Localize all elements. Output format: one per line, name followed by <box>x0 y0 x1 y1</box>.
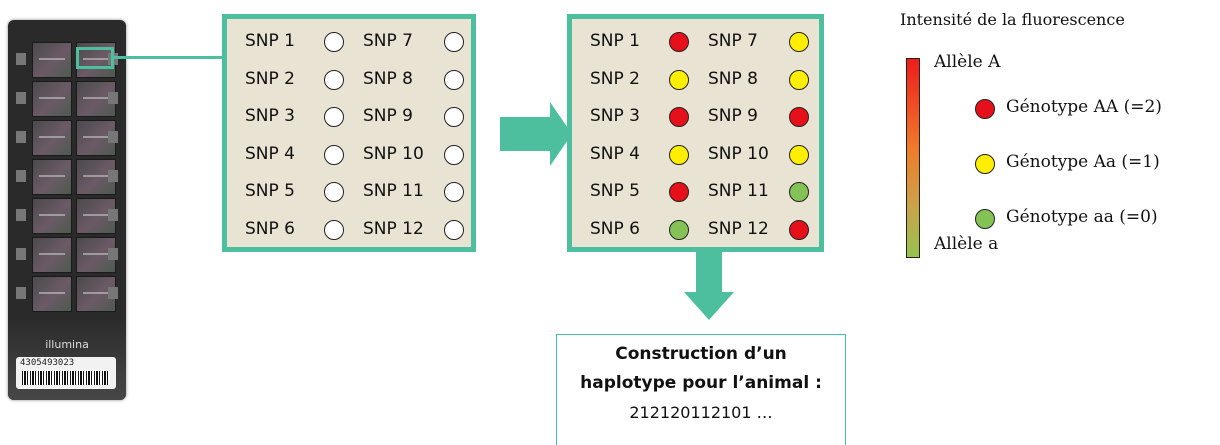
snp-label: SNP 1 <box>590 31 640 51</box>
genotype-dot <box>444 219 464 240</box>
chip-sample-tile <box>32 81 72 117</box>
legend-genotype-dot <box>975 99 995 119</box>
chip-edge-tab <box>16 287 26 299</box>
genotype-dot <box>324 69 344 90</box>
snp-label: SNP 2 <box>245 68 295 89</box>
chip-sample-tile <box>32 276 72 312</box>
allele-top-label: Allèle A <box>934 52 1001 72</box>
chip-edge-tab <box>16 53 26 65</box>
genotype-dot <box>789 32 809 52</box>
legend-genotype-dot <box>975 154 995 174</box>
snp-label: SNP 11 <box>708 181 769 201</box>
legend-genotype-label: Génotype AA (=2) <box>1006 97 1162 117</box>
snp-panel-after: SNP 1 SNP 7 SNP 2 SNP 8 SNP 3 SNP 9 SNP 4 SNP 1… <box>567 14 824 252</box>
snp-label: SNP 10 <box>363 143 424 164</box>
snp-label: SNP 2 <box>590 68 640 89</box>
genotype-dot <box>444 182 464 202</box>
allele-bottom-label: Allèle a <box>934 234 999 254</box>
chip-brand-label: illumina <box>45 338 89 351</box>
barcode-icon <box>22 371 110 385</box>
chip-edge-tab <box>108 92 118 104</box>
chip-edge-tab <box>108 131 118 143</box>
genotype-dot <box>324 182 344 202</box>
arrow-right-head-icon <box>550 102 572 166</box>
legend-title: Intensité de la fluorescence <box>900 10 1125 29</box>
chip-edge-tab <box>108 209 118 221</box>
snp-label: SNP 5 <box>245 181 295 201</box>
snp-label: SNP 8 <box>708 68 758 89</box>
snp-label: SNP 1 <box>245 31 295 51</box>
chip-edge-tab <box>108 248 118 260</box>
legend-genotype-dot <box>975 209 995 229</box>
arrow-right-icon <box>500 117 552 151</box>
chip-edge-tab <box>16 170 26 182</box>
genotype-dot <box>669 32 689 52</box>
genotype-dot <box>789 107 809 127</box>
genotype-dot <box>669 219 689 240</box>
chip-edge-tab <box>16 248 26 260</box>
snp-label: SNP 7 <box>708 31 758 51</box>
genotype-dot <box>444 107 464 127</box>
chip-sample-tile <box>32 120 72 156</box>
fluorescence-gradient-bar <box>906 58 920 258</box>
genotype-dot <box>669 182 689 202</box>
chip-edge-tab <box>16 209 26 221</box>
snp-label: SNP 4 <box>590 143 640 164</box>
result-line-1: Construction d’un <box>615 344 787 364</box>
snp-label: SNP 5 <box>590 181 640 201</box>
genotype-dot <box>789 182 809 202</box>
snp-label: SNP 10 <box>708 143 769 164</box>
genotype-dot <box>669 69 689 90</box>
snp-label: SNP 7 <box>363 31 413 51</box>
arrow-down-head-icon <box>684 292 734 320</box>
chip-edge-tab <box>108 287 118 299</box>
chip-barcode-label: 4305493023 <box>16 357 116 389</box>
chip-edge-tab <box>108 170 118 182</box>
genotype-dot <box>669 107 689 127</box>
chip-sample-tile <box>32 237 72 273</box>
snp-label: SNP 3 <box>245 106 295 126</box>
genotype-dot <box>324 144 344 165</box>
chip-serial-number: 4305493023 <box>20 358 75 368</box>
snp-label: SNP 6 <box>245 218 295 239</box>
genotype-dot <box>324 107 344 127</box>
zoom-connector-line <box>114 56 222 59</box>
snp-label: SNP 9 <box>708 106 758 126</box>
chip-edge-tab <box>16 92 26 104</box>
genotyping-chip: illumina 4305493023 <box>8 20 126 400</box>
genotype-dot <box>444 144 464 165</box>
snp-panel-before: SNP 1 SNP 7 SNP 2 SNP 8 SNP 3 SNP 9 SNP 4 SNP 1… <box>222 14 476 252</box>
snp-label: SNP 9 <box>363 106 413 126</box>
haplotype-value: 212120112101 … <box>629 403 773 422</box>
snp-label: SNP 12 <box>363 218 424 239</box>
genotype-dot <box>324 32 344 52</box>
chip-edge-tab <box>16 131 26 143</box>
arrow-down-icon <box>696 252 722 294</box>
snp-label: SNP 4 <box>245 143 295 164</box>
legend-genotype-label: Génotype aa (=0) <box>1006 207 1158 227</box>
genotype-dot <box>789 219 809 240</box>
result-line-2: haplotype pour l’animal : <box>580 373 822 393</box>
haplotype-result-box: Construction d’un haplotype pour l’anima… <box>556 334 846 445</box>
legend-genotype-label: Génotype Aa (=1) <box>1006 152 1160 172</box>
chip-zoom-highlight <box>76 47 114 69</box>
snp-label: SNP 12 <box>708 218 769 239</box>
genotype-dot <box>444 69 464 90</box>
genotype-dot <box>669 144 689 165</box>
snp-label: SNP 8 <box>363 68 413 89</box>
snp-label: SNP 11 <box>363 181 424 201</box>
genotype-dot <box>324 219 344 240</box>
genotype-dot <box>789 144 809 165</box>
chip-sample-tile <box>32 159 72 195</box>
snp-label: SNP 3 <box>590 106 640 126</box>
genotype-dot <box>444 32 464 52</box>
chip-sample-tile <box>32 42 72 78</box>
chip-sample-tile <box>32 198 72 234</box>
genotype-dot <box>789 69 809 90</box>
snp-label: SNP 6 <box>590 218 640 239</box>
